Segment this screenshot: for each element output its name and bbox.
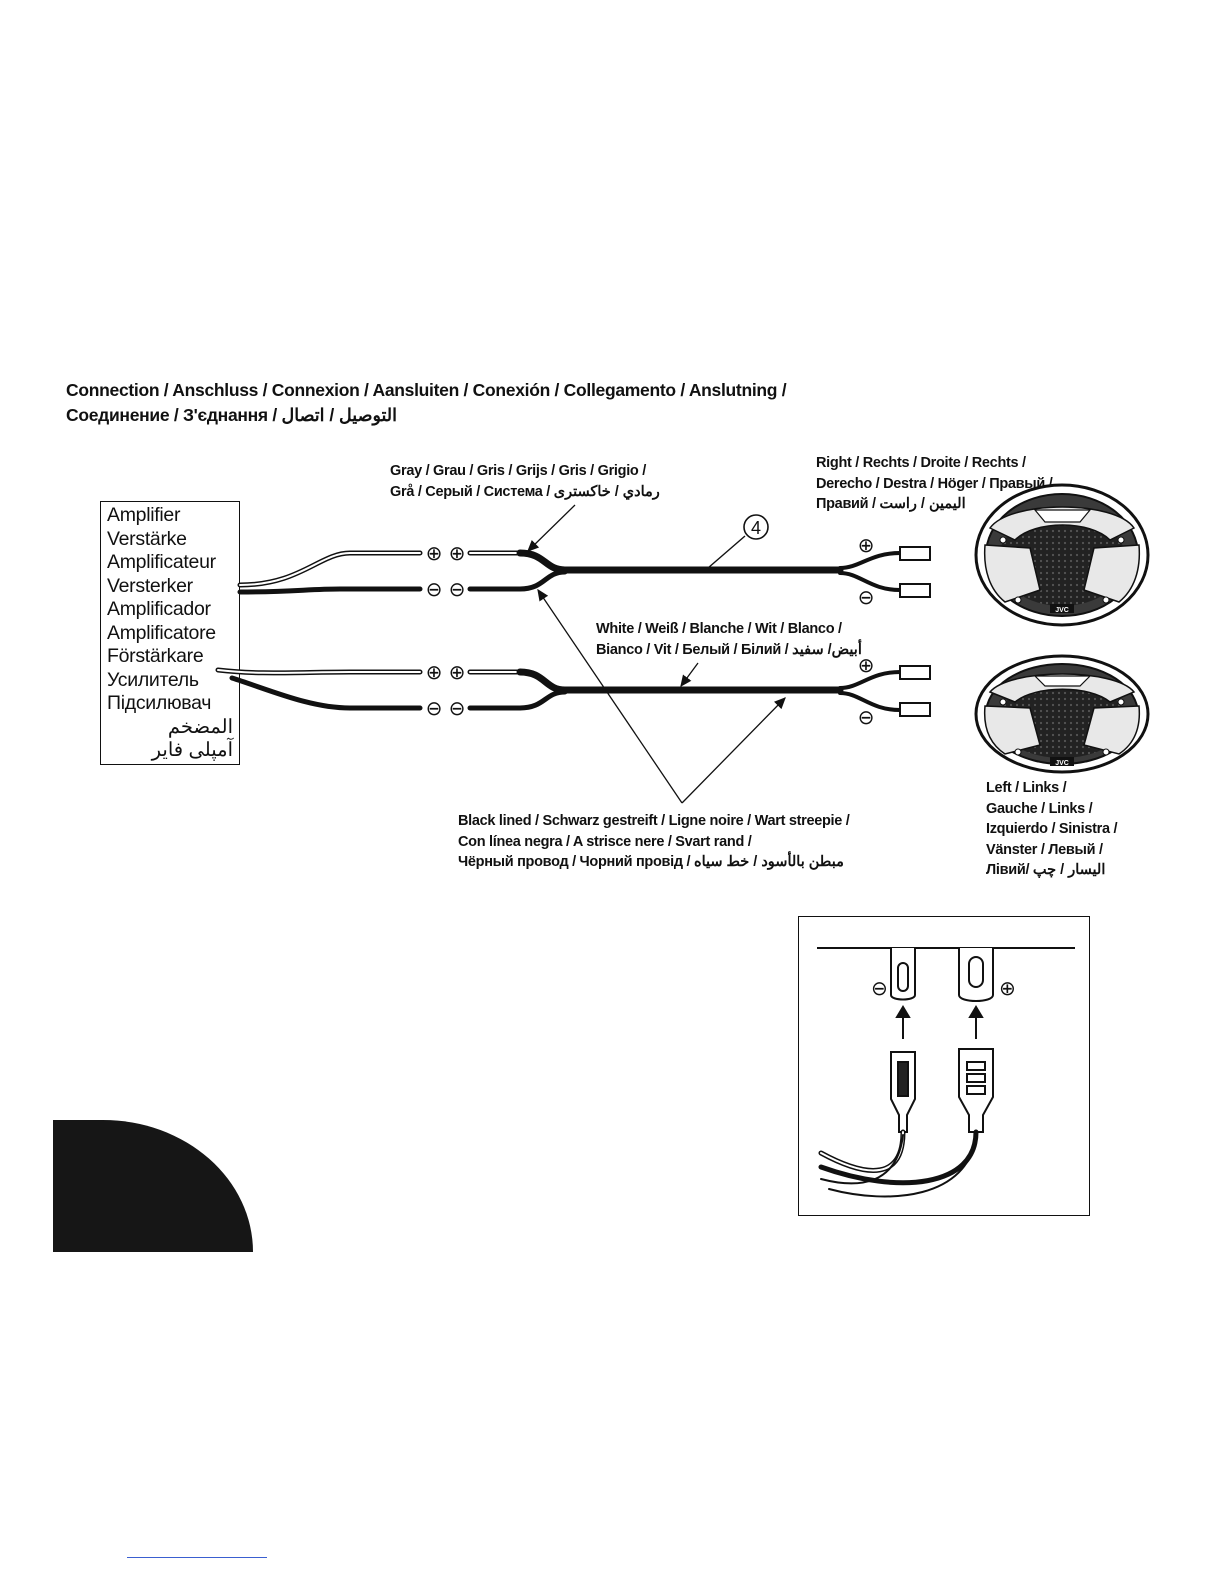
black-wire-label: Black lined / Schwarz gestreift / Ligne … [458, 811, 850, 873]
black-label-line-2: Con línea negra / A strisce nere / Svart… [458, 833, 752, 850]
plus-icon: ⊕ [999, 976, 1016, 1000]
lower-main-cable [516, 668, 844, 694]
minus-icon: ⊖ [426, 577, 443, 601]
inset-wires [818, 1129, 979, 1198]
gray-pointer-arrow [527, 504, 576, 552]
plus-icon: ⊕ [858, 533, 875, 557]
left-label-line-2: Gauche / Links / [986, 800, 1093, 817]
minus-icon: ⊖ [426, 696, 443, 720]
title-line-2: Соединение / З'єднання / التوصيل / اتصال [66, 405, 397, 425]
gray-wire-label: Gray / Grau / Gris / Grijs / Gris / Grig… [390, 461, 660, 502]
left-label-line-1: Left / Links / [986, 780, 1067, 796]
right-label-line-3: Правий / اليمين / راست [816, 496, 966, 512]
upper-main-cable [516, 549, 844, 574]
white-wire-label: White / Weiß / Blanche / Wit / Blanco / … [596, 619, 862, 660]
connector-icon [899, 702, 931, 717]
plus-icon: ⊕ [449, 541, 466, 565]
amp-label-fr: Amplificateur [107, 551, 216, 573]
amp-label-fa: آمپلی فایر [151, 739, 234, 761]
amp-label-en: Amplifier [107, 504, 181, 526]
upper-wire-pair [237, 549, 902, 595]
title-line-1: Connection / Anschluss / Connexion / Aan… [66, 380, 787, 400]
right-label-line-2: Derecho / Destra / Höger / Правый / [816, 475, 1053, 492]
connector-detail-drawing: ⊖ ⊕ [817, 947, 1075, 1198]
white-pointer-arrow [680, 662, 699, 688]
black-pointer-arrow-1 [537, 588, 683, 804]
minus-icon: ⊖ [871, 976, 888, 1000]
left-speaker-label: Left / Links / Gauche / Links / Izquierd… [986, 778, 1117, 881]
lower-wire-pair [215, 667, 902, 712]
white-label-line-1: White / Weiß / Blanche / Wit / Blanco / [596, 621, 842, 637]
plus-icon: ⊕ [858, 653, 875, 677]
amp-label-nl: Versterker [107, 574, 193, 597]
speaker-terminals [890, 948, 994, 1002]
plus-icon: ⊕ [449, 660, 466, 684]
gray-label-line-2: Grå / Серый / Система / رمادي / خاکستری [390, 483, 660, 500]
arrow-up-icon [968, 1005, 984, 1018]
arrow-up-icon [895, 1005, 911, 1018]
left-label-line-3: Izquierdo / Sinistra / [986, 821, 1118, 837]
amp-label-uk: Підсилювач [107, 692, 212, 714]
amp-label-de: Verstärke [107, 527, 187, 550]
amp-label-sv: Förstärkare [107, 645, 204, 667]
amplifier-box: Amplifier Verstärke Amplificateur Verste… [100, 501, 240, 765]
minus-icon: ⊖ [449, 577, 466, 601]
gray-label-line-1: Gray / Grau / Gris / Grijs / Gris / Grig… [390, 463, 646, 479]
polarity-symbols: ⊕ ⊕ ⊖ ⊖ ⊕ ⊕ ⊖ ⊖ ⊕ ⊖ ⊕ ⊖ [426, 533, 875, 729]
footer-rule [127, 1557, 267, 1558]
minus-icon: ⊖ [449, 696, 466, 720]
amp-label-ar: المضخم [167, 715, 233, 738]
upper-minus-wire-left [237, 586, 423, 595]
connector-detail-inset: ⊖ ⊕ [798, 916, 1090, 1216]
plus-icon: ⊕ [426, 541, 443, 565]
amp-label-es: Amplificador [107, 598, 211, 620]
minus-icon: ⊖ [858, 585, 875, 609]
plus-icon: ⊕ [426, 660, 443, 684]
black-pointer-arrow-2 [681, 697, 786, 804]
callout-4: 4 [707, 514, 769, 569]
section-title: Connection / Anschluss / Connexion / Aan… [66, 378, 1166, 428]
lower-minus-wire-left [229, 675, 423, 711]
amp-label-it: Amplificatore [107, 621, 216, 644]
connector-icon [899, 546, 931, 561]
left-speaker: JVC [974, 654, 1150, 774]
right-label-line-1: Right / Rechts / Droite / Rechts / [816, 455, 1026, 471]
brand-logo: JVC [1055, 760, 1069, 767]
connector-icon [899, 665, 931, 680]
svg-text:4: 4 [751, 518, 761, 538]
spade-plugs [890, 1048, 994, 1133]
black-label-line-3: Чёрный провод / Чорний провід / مبطن بال… [458, 854, 844, 870]
brand-logo: JVC [1055, 607, 1069, 614]
insert-arrows [895, 1005, 984, 1039]
left-label-line-4: Vänster / Левый / [986, 841, 1103, 858]
minus-icon: ⊖ [858, 705, 875, 729]
right-speaker-label: Right / Rechts / Droite / Rechts / Derec… [816, 453, 1053, 515]
left-label-line-5: Лівий/ اليسار / چپ [986, 862, 1106, 878]
white-label-line-2: Bianco / Vit / Белый / Білий / أبيض/ سفي… [596, 641, 862, 658]
right-speaker: JVC [974, 483, 1150, 627]
pointer-lines [527, 504, 786, 804]
amp-label-ru: Усилитель [107, 668, 199, 691]
black-label-line-1: Black lined / Schwarz gestreift / Ligne … [458, 813, 850, 829]
connector-icon [899, 583, 931, 598]
spade-connectors [899, 546, 931, 717]
